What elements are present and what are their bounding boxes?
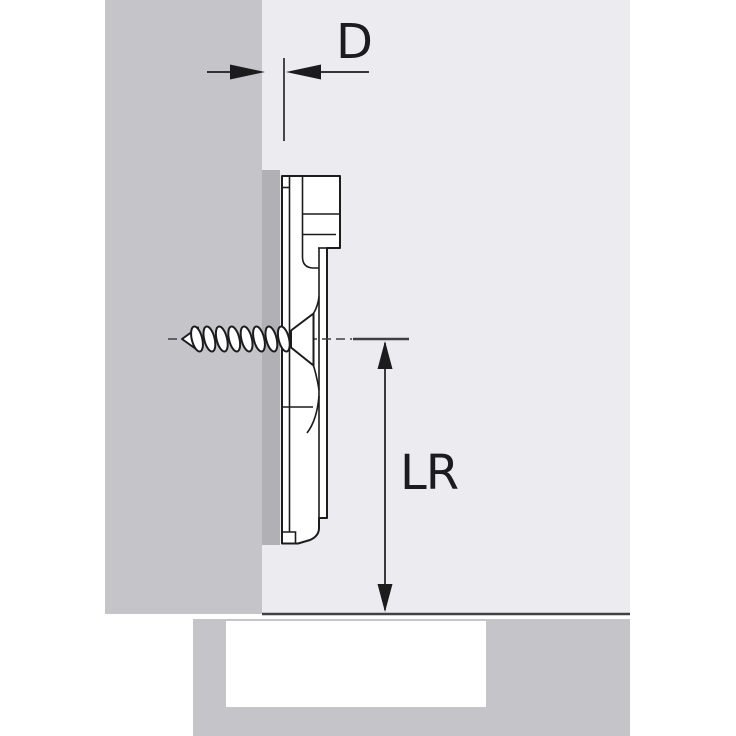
d-left-arrow-icon <box>230 64 265 80</box>
d-dimension-label: D <box>336 14 372 70</box>
plate-shoulder-curve <box>301 256 319 269</box>
fixing-screw <box>181 296 320 391</box>
d-right-arrow-icon <box>286 64 321 80</box>
cabinet-bottom-panel <box>193 619 630 736</box>
lr-up-arrow-icon <box>377 341 393 369</box>
screw-thread-coil <box>190 325 291 353</box>
lr-dimension-label: LR <box>400 445 458 501</box>
bottom-panel-cutout <box>226 621 486 707</box>
dimension-d: D <box>207 14 373 141</box>
countersink-bottom-curve <box>312 365 320 391</box>
plate-foot-step-line <box>282 531 297 543</box>
plate-pocket-hook-curve <box>306 395 320 434</box>
countersink-top-curve <box>312 296 320 314</box>
dimension-lr: LR <box>353 337 459 612</box>
cabinet-side-panel <box>105 0 262 614</box>
plate-shadow <box>262 170 280 545</box>
lr-down-arrow-icon <box>377 584 393 612</box>
